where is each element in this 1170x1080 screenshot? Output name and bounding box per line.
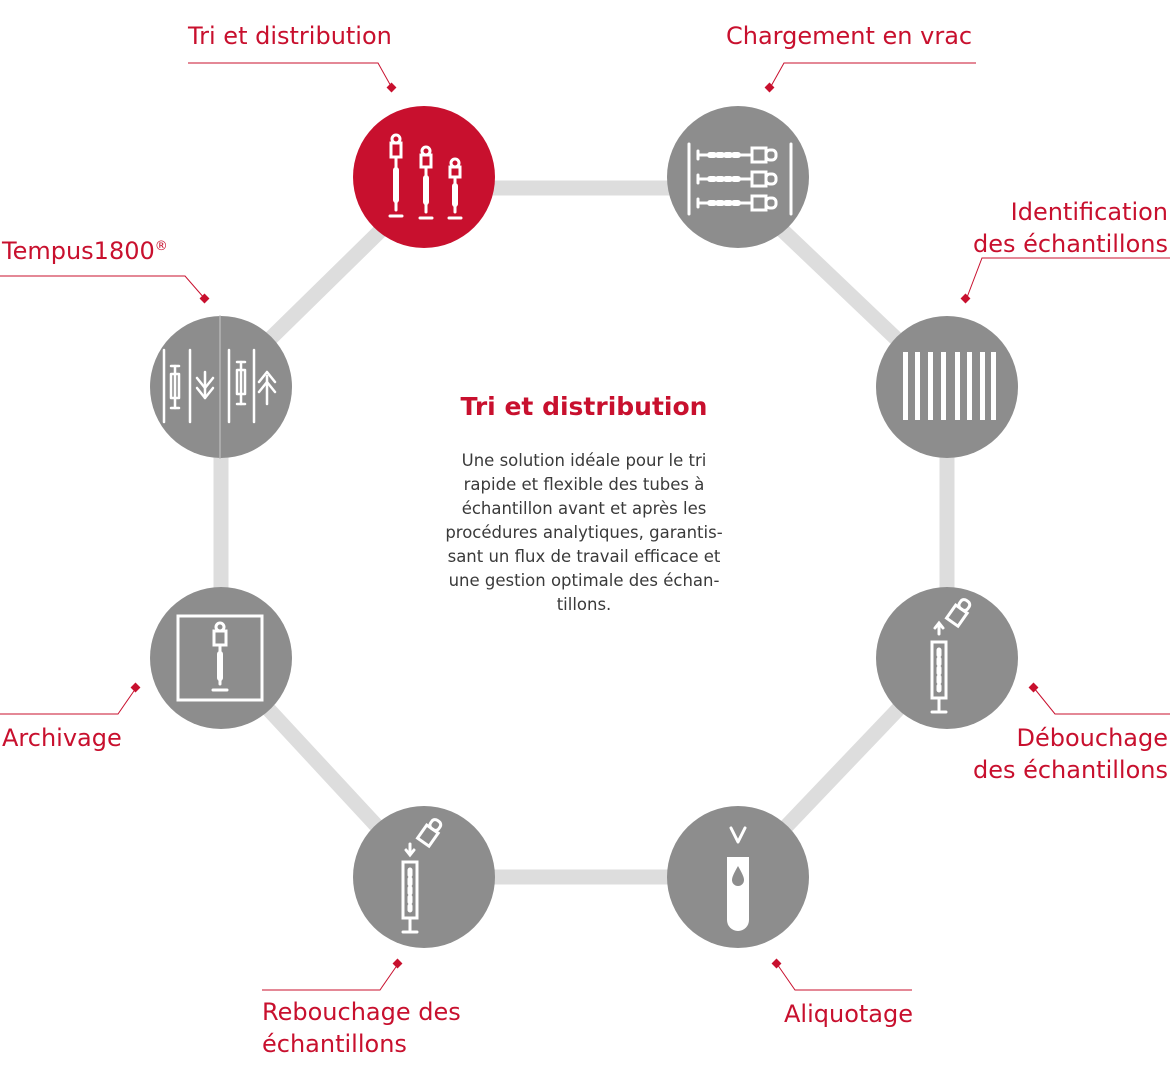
node-tri-et-distribution[interactable] bbox=[353, 106, 495, 248]
bulk-tube-rack-icon bbox=[687, 142, 793, 216]
leader-dot-vrac bbox=[764, 82, 775, 93]
leader-ident bbox=[965, 257, 1170, 301]
leader-vrac bbox=[769, 62, 976, 89]
label-text: Archivage bbox=[2, 724, 122, 752]
leader-dot-ident bbox=[960, 293, 971, 304]
registered-mark: ® bbox=[154, 239, 168, 254]
label-text: Aliquotage bbox=[784, 1000, 913, 1028]
label-text-line2: des échantillons bbox=[972, 756, 1168, 784]
center-title: Tri et distribution bbox=[460, 392, 708, 421]
leader-tempus bbox=[0, 275, 206, 300]
label-aliquotage[interactable]: Aliquotage bbox=[784, 998, 913, 1030]
label-text: Tri et distribution bbox=[188, 22, 392, 50]
pneumatic-send-receive-icon bbox=[162, 315, 277, 459]
leader-debouch bbox=[1033, 687, 1170, 715]
label-text-line1: Débouchage bbox=[1016, 724, 1169, 752]
leader-archiv bbox=[0, 687, 137, 715]
leader-dot-aliquot bbox=[771, 958, 782, 969]
leader-tri bbox=[188, 62, 393, 89]
archive-box-tube-icon bbox=[176, 614, 264, 702]
label-text-line2: échantillons bbox=[262, 1030, 407, 1058]
node-chargement-en-vrac[interactable] bbox=[667, 106, 809, 248]
node-rebouchage-des-echantillons[interactable] bbox=[353, 806, 495, 948]
label-tempus1800[interactable]: Tempus1800® bbox=[2, 231, 168, 267]
label-archivage[interactable]: Archivage bbox=[2, 722, 122, 754]
aliquot-tube-drop-icon bbox=[727, 826, 749, 931]
leader-dot-rebouch bbox=[392, 958, 403, 969]
barcode-icon bbox=[903, 352, 996, 420]
node-archivage[interactable] bbox=[150, 587, 292, 729]
center-description: Une solution idéale pour le tri rapide e… bbox=[445, 451, 723, 614]
three-sample-tubes-icon bbox=[388, 133, 463, 220]
tube-recapping-icon bbox=[401, 818, 443, 934]
node-identification-des-echantillons[interactable] bbox=[876, 316, 1018, 458]
label-tri-et-distribution[interactable]: Tri et distribution bbox=[188, 20, 392, 52]
label-text: Tempus1800 bbox=[2, 237, 155, 265]
label-chargement-en-vrac[interactable]: Chargement en vrac bbox=[726, 20, 972, 52]
leader-dot-debouch bbox=[1028, 682, 1039, 693]
label-text: Chargement en vrac bbox=[726, 22, 973, 50]
leader-lines bbox=[0, 62, 1170, 991]
label-rebouchage-des-echantillons[interactable]: Rebouchage des échantillons bbox=[262, 996, 461, 1060]
node-tempus1800[interactable] bbox=[150, 315, 292, 459]
label-text-line1: Identification bbox=[1010, 198, 1168, 226]
leader-dot-tri bbox=[386, 82, 397, 93]
label-text-line1: Rebouchage des bbox=[262, 998, 461, 1026]
tube-decapping-icon bbox=[930, 598, 972, 714]
leader-dot-tempus bbox=[199, 293, 210, 304]
node-debouchage-des-echantillons[interactable] bbox=[876, 587, 1018, 729]
label-text-line2: des échantillons bbox=[972, 230, 1168, 258]
leader-aliquot bbox=[776, 963, 912, 991]
node-aliquotage[interactable] bbox=[667, 806, 809, 948]
label-debouchage-des-echantillons[interactable]: Débouchage des échantillons bbox=[973, 722, 1168, 786]
leader-rebouch bbox=[262, 963, 399, 991]
leader-dot-archiv bbox=[130, 682, 141, 693]
label-identification-des-echantillons[interactable]: Identification des échantillons bbox=[973, 196, 1168, 260]
